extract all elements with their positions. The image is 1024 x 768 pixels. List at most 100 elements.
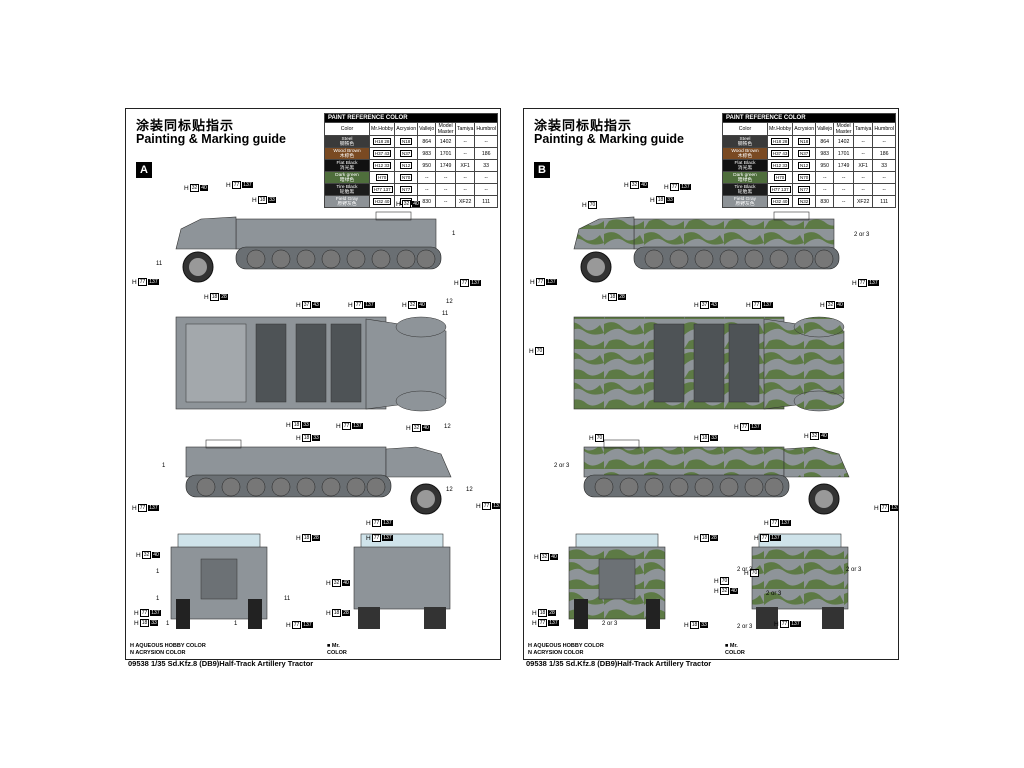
legend-n-label: N — [528, 650, 532, 656]
decal-number: 2 or 3 — [554, 463, 570, 469]
decal-number: 2 or 3 — [737, 567, 753, 573]
col-mrhobby: Mr.Hobby — [766, 122, 794, 136]
decal-number: 1 — [234, 621, 238, 627]
sheet-title-chinese: 涂装同标贴指示 — [136, 119, 235, 134]
vehicle-drawings-camo — [568, 211, 850, 629]
decal-number: 1 — [156, 569, 160, 575]
paint-reference-table: PAINT REFERENCE COLOR Color Mr.Hobby Acr… — [324, 113, 498, 208]
legend-acrysion: ACRYSION COLOR — [533, 650, 584, 656]
legend-mr: ■ Mr. COLOR — [725, 643, 745, 656]
vehicle-drawings — [170, 211, 452, 629]
color-legend-a: H AQUEOUS HOBBY COLOR N ACRYSION COLOR ■… — [130, 643, 347, 657]
decal-number: 2 or 3 — [766, 591, 782, 597]
decal-number: 1 — [162, 463, 166, 469]
decal-number: 11 — [284, 596, 291, 602]
decal-number: 12 — [446, 299, 453, 305]
decal-number: 2 or 3 — [854, 232, 870, 238]
decal-number: 1 — [156, 596, 160, 602]
side-view-right-camo — [583, 439, 850, 515]
paint-value: 830 — [417, 195, 437, 208]
front-view — [170, 533, 268, 629]
paint-value: XF22 — [454, 195, 476, 208]
decal-number: 2 or 3 — [602, 621, 618, 627]
col-vallejo: Vallejo — [417, 122, 437, 136]
legend-h-label: H — [130, 643, 134, 649]
front-view-camo — [568, 533, 666, 629]
decal-number: 2 or 3 — [846, 567, 862, 573]
decal-number: 11 — [156, 261, 163, 267]
decal-number: 12 — [446, 487, 453, 493]
sheet-title-english: Painting & Marking guide — [534, 132, 685, 146]
color-legend-b: H AQUEOUS HOBBY COLOR N ACRYSION COLOR ■… — [528, 643, 745, 657]
decal-number: 1 — [452, 231, 456, 237]
rear-view — [353, 533, 451, 629]
table-column-row: Color Mr.Hobby Acrysion Vallejo Model Ma… — [324, 122, 498, 136]
legend-n-label: N — [130, 650, 134, 656]
paint-value: 111 — [474, 195, 498, 208]
paint-value: XF22 — [852, 195, 874, 208]
decal-number: 12 — [444, 424, 451, 430]
decal-number: 12 — [466, 487, 473, 493]
side-view-left-camo — [573, 211, 840, 283]
painting-guide-sheet-a: 涂装同标贴指示 Painting & Marking guide A PAINT… — [125, 108, 501, 660]
sheet-title-english: Painting & Marking guide — [136, 132, 287, 146]
paint-code: H77 137 — [766, 183, 794, 196]
decal-number: 11 — [442, 311, 449, 317]
legend-acrysion: ACRYSION COLOR — [135, 650, 186, 656]
paint-code: H32 40 — [766, 195, 794, 208]
footer-title-b: 09538 1/35 Sd.Kfz.8 (DB9)Half-Track Arti… — [526, 659, 712, 668]
legend-aqueous: AQUEOUS HOBBY COLOR — [135, 643, 206, 649]
decal-number: 1 — [166, 621, 170, 627]
side-view-right — [185, 439, 452, 515]
paint-reference-table: PAINT REFERENCE COLOR Color Mr.Hobby Acr… — [722, 113, 896, 208]
decal-number: 2 or 3 — [737, 624, 753, 630]
paint-code: H32 40 — [368, 195, 396, 208]
painting-guide-sheet-b: 涂装同标贴指示 Painting & Marking guide B PAINT… — [523, 108, 899, 660]
side-view-left — [175, 211, 442, 283]
